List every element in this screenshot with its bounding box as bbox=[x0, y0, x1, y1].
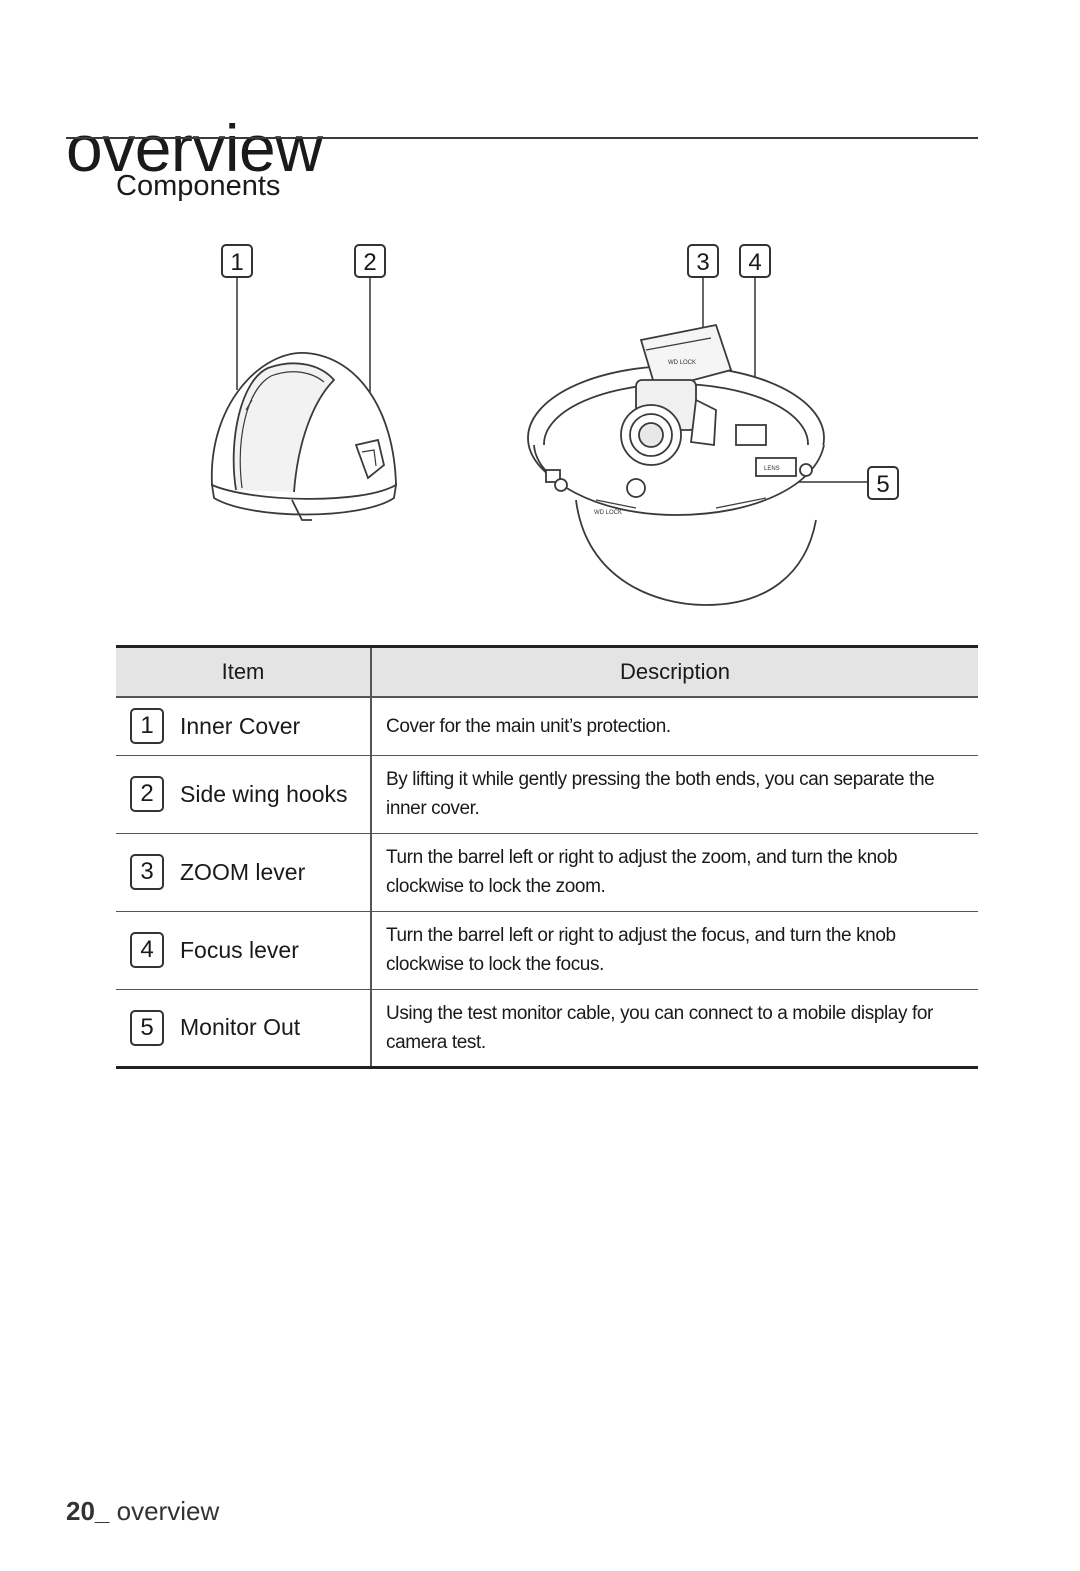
item-name: Inner Cover bbox=[180, 712, 301, 739]
callout-box-5 bbox=[867, 466, 899, 500]
item-number-badge: 5 bbox=[130, 1009, 164, 1046]
item-name: Side wing hooks bbox=[180, 780, 348, 807]
table-row: 1 Inner Cover Cover for the main unit’s … bbox=[116, 697, 978, 756]
header-description: Description bbox=[371, 645, 978, 698]
callout-1: 1 bbox=[230, 249, 243, 276]
callout-3: 3 bbox=[696, 249, 709, 276]
item-description: Turn the barrel left or right to adjust … bbox=[371, 911, 978, 990]
callout-4: 4 bbox=[748, 249, 761, 276]
components-table: Item Description 1 Inner Cover Cover for… bbox=[116, 645, 978, 1069]
page-title: overview bbox=[66, 111, 323, 186]
table-row: 3 ZOOM lever Turn the barrel left or rig… bbox=[116, 833, 978, 912]
table-header-row: Item Description bbox=[116, 645, 978, 698]
section-heading: Components bbox=[116, 170, 281, 202]
table-row: 2 Side wing hooks By lifting it while ge… bbox=[116, 755, 978, 834]
item-number-badge: 3 bbox=[130, 854, 164, 890]
item-description: Turn the barrel left or right to adjust … bbox=[371, 833, 978, 912]
item-description: Cover for the main unit’s protection. bbox=[371, 697, 978, 756]
page-footer: 20_ overview bbox=[66, 1496, 219, 1527]
table-row: 5 Monitor Out Using the test monitor cab… bbox=[116, 989, 978, 1069]
item-name: Focus lever bbox=[180, 936, 299, 963]
item-number-badge: 4 bbox=[130, 932, 164, 968]
components-diagram: WD LOCK WD LOCK LENS 1 2 3 4 5 bbox=[116, 230, 978, 620]
title-divider bbox=[66, 137, 978, 139]
item-number-badge: 2 bbox=[130, 776, 164, 812]
table-row: 4 Focus lever Turn the barrel left or ri… bbox=[116, 911, 978, 990]
figure-label-wd-lock-top: WD LOCK bbox=[668, 360, 696, 366]
figure-label-lens: LENS bbox=[764, 466, 780, 472]
item-description: Using the test monitor cable, you can co… bbox=[371, 989, 978, 1069]
header-item: Item bbox=[116, 645, 372, 698]
item-name: ZOOM lever bbox=[180, 858, 306, 885]
callout-2: 2 bbox=[363, 249, 376, 276]
footer-section: overview bbox=[116, 1496, 220, 1526]
callout-5: 5 bbox=[876, 471, 889, 498]
item-name: Monitor Out bbox=[180, 1014, 301, 1040]
camera-illustration: WD LOCK WD LOCK LENS 1 2 3 4 5 bbox=[210, 244, 899, 606]
item-number-badge: 1 bbox=[130, 708, 164, 745]
item-description: By lifting it while gently pressing the … bbox=[371, 755, 978, 834]
page-number: 20_ bbox=[66, 1496, 110, 1526]
figure-label-wd-lock-bottom: WD LOCK bbox=[594, 510, 622, 516]
